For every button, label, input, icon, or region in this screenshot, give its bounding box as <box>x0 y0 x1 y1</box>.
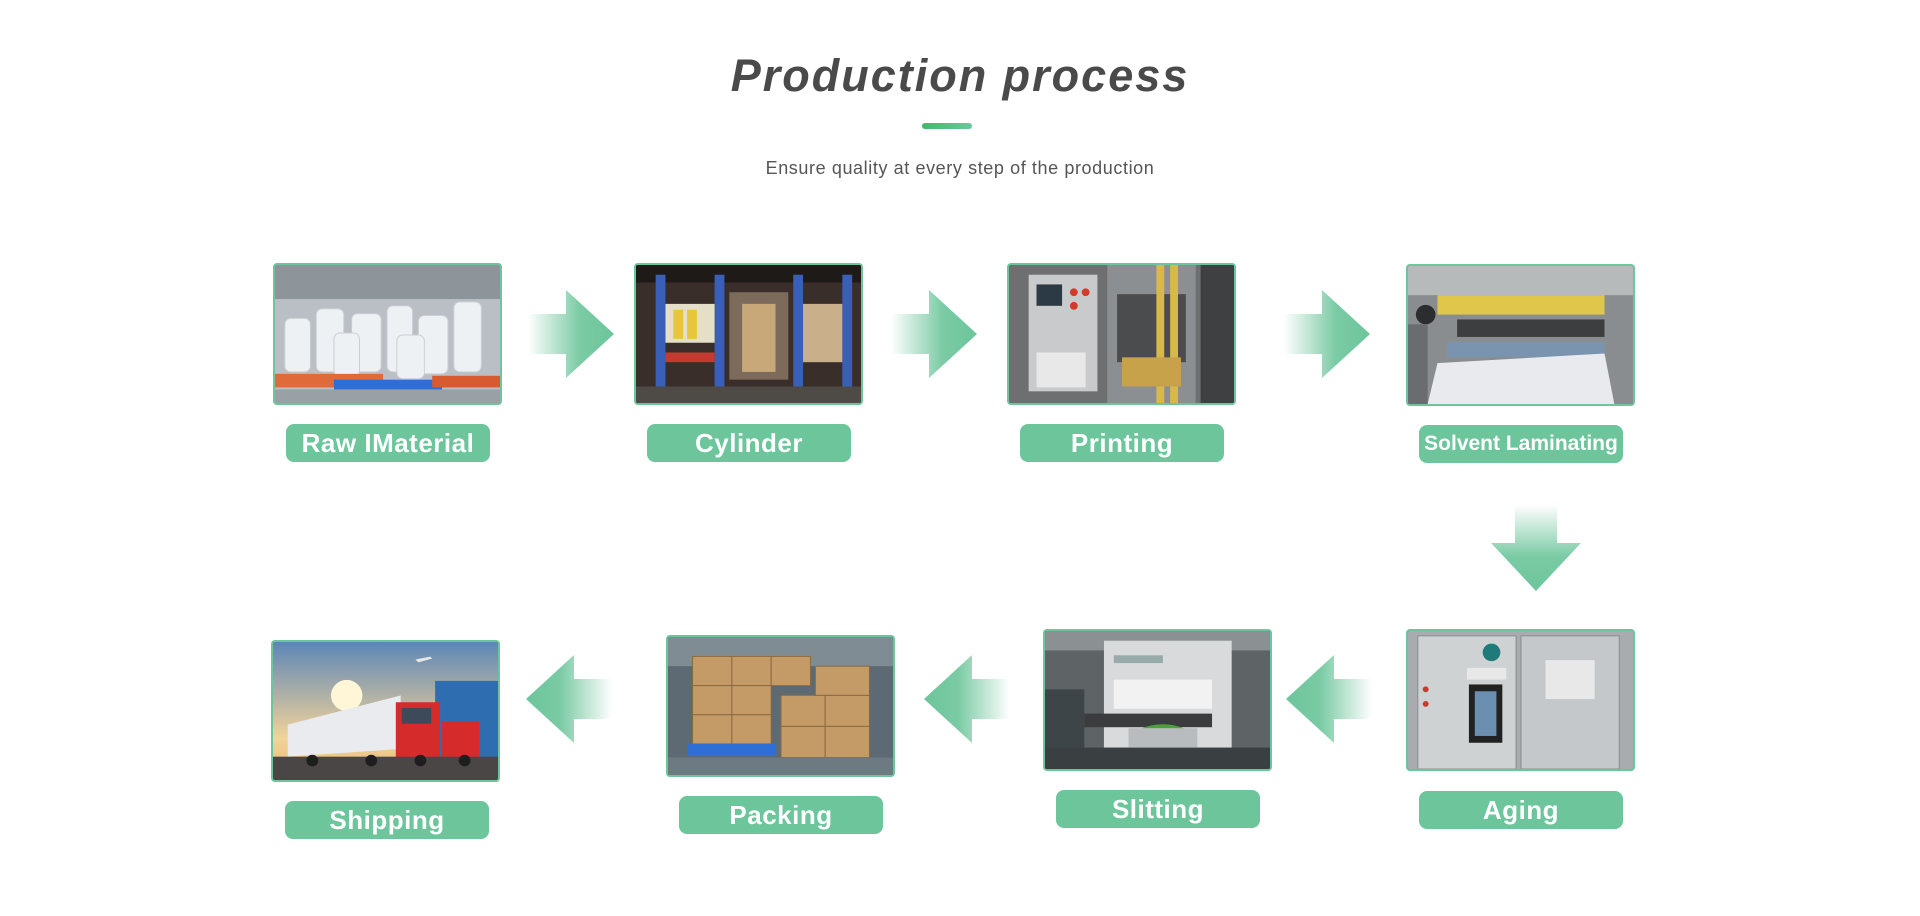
arrow-down-icon <box>1491 505 1581 591</box>
page-subtitle: Ensure quality at every step of the prod… <box>765 158 1155 178</box>
packing-photo <box>666 635 895 777</box>
arrow-right-icon <box>1284 290 1370 378</box>
arrow-left-icon <box>526 655 612 743</box>
printing-photo <box>1007 263 1236 405</box>
step-label-solvent-laminating: Solvent Laminating <box>1419 425 1623 463</box>
arrow-right-icon <box>528 290 614 378</box>
arrow-right-icon <box>891 290 977 378</box>
arrow-left-icon <box>1286 655 1372 743</box>
step-label-printing: Printing <box>1020 424 1224 462</box>
step-label-slitting: Slitting <box>1056 790 1260 828</box>
step-label-raw-material: Raw IMaterial <box>286 424 490 462</box>
page-title: Production process <box>730 50 1190 101</box>
step-label-packing: Packing <box>679 796 883 834</box>
slitting-photo <box>1043 629 1272 771</box>
raw-material-photo <box>273 263 502 405</box>
aging-photo <box>1406 629 1635 771</box>
arrow-left-icon <box>924 655 1010 743</box>
step-label-aging: Aging <box>1419 791 1623 829</box>
cylinder-photo <box>634 263 863 405</box>
shipping-photo <box>271 640 500 782</box>
step-label-cylinder: Cylinder <box>647 424 851 462</box>
title-underline <box>922 123 972 129</box>
laminating-photo <box>1406 264 1635 406</box>
step-label-shipping: Shipping <box>285 801 489 839</box>
